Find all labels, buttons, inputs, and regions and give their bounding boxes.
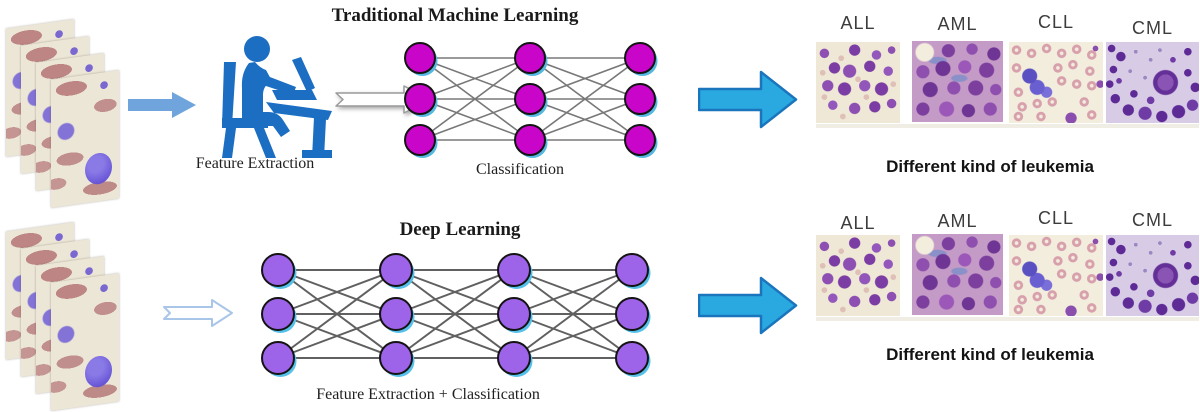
outline-arrow-shape	[163, 299, 233, 327]
network-connection	[513, 269, 633, 315]
network-connection	[277, 269, 397, 359]
cml-sample-image	[1106, 42, 1199, 123]
leukemia-type-label-all: ALL	[840, 213, 876, 233]
leukemia-type-label-aml: AML	[937, 14, 978, 34]
network-node	[404, 83, 436, 115]
network-node	[514, 83, 546, 115]
leukemia-type-label-aml: AML	[937, 211, 978, 231]
network-connection	[419, 57, 531, 100]
aml-sample-image	[912, 41, 1003, 122]
network-node	[379, 253, 413, 287]
network-node	[379, 341, 413, 375]
network-connection	[277, 269, 397, 315]
right-arrow-shape	[128, 92, 196, 118]
network-node	[624, 124, 656, 156]
network-node	[404, 42, 436, 74]
network-node	[261, 297, 295, 331]
network-node	[404, 124, 436, 156]
big-arrow-shape	[698, 70, 798, 129]
cll-sample-image	[1009, 235, 1103, 316]
network-connection	[419, 98, 531, 141]
network-connection	[277, 313, 397, 359]
big-arrow-shape	[698, 276, 798, 335]
network-node	[624, 42, 656, 74]
cll-sample-image	[1009, 42, 1103, 123]
leukemia-type-label-all: ALL	[840, 13, 876, 33]
network-node	[379, 297, 413, 331]
right-arrow-icon	[128, 92, 196, 118]
network-connection	[395, 313, 515, 359]
network-node	[514, 124, 546, 156]
classification-label: Classification	[476, 161, 564, 178]
network-connection	[513, 269, 633, 359]
feature-extraction-label: Feature Extraction	[195, 155, 315, 172]
network-node	[514, 42, 546, 74]
network-node	[261, 253, 295, 287]
network-connection	[513, 313, 633, 359]
network-node	[615, 341, 649, 375]
sample-strip	[816, 124, 1199, 128]
leukemia-type-label-cml: CML	[1131, 210, 1173, 230]
big-right-arrow-icon	[698, 70, 798, 129]
cml-sample-image	[1106, 235, 1199, 316]
network-node	[624, 83, 656, 115]
network-node	[497, 297, 531, 331]
network-connection	[419, 57, 531, 141]
big-right-arrow-icon	[698, 276, 798, 335]
network-node	[261, 341, 295, 375]
leukemia-type-label-cll: CLL	[1037, 208, 1075, 228]
leukemia-type-label-cll: CLL	[1037, 12, 1075, 32]
network-node	[497, 253, 531, 287]
traditional-ml-title: Traditional Machine Learning	[331, 5, 579, 26]
person-at-computer-icon	[222, 36, 332, 158]
traditional-ml-network	[404, 42, 658, 158]
leukemia-type-label-cml: CML	[1131, 18, 1173, 38]
leukemia-caption-top: Different kind of leukemia	[886, 157, 1094, 176]
network-node	[497, 341, 531, 375]
deep-learning-title: Deep Learning	[399, 219, 521, 240]
network-connection	[395, 269, 515, 359]
deep-learning-network	[261, 253, 651, 377]
person-at-computer-glyph	[222, 36, 332, 158]
leukemia-caption-bottom: Different kind of leukemia	[886, 345, 1094, 364]
network-connection	[529, 57, 641, 141]
feature-extraction-classification-label: Feature Extraction + Classification	[316, 386, 540, 403]
network-connection	[395, 269, 515, 315]
all-sample-image	[816, 42, 900, 123]
right-arrow-outline-icon	[163, 299, 233, 327]
network-node	[615, 297, 649, 331]
aml-sample-image	[912, 234, 1003, 315]
sample-strip	[816, 317, 1199, 321]
network-connection	[529, 57, 641, 100]
all-sample-image	[816, 235, 900, 316]
network-node	[615, 253, 649, 287]
network-connection	[529, 98, 641, 141]
